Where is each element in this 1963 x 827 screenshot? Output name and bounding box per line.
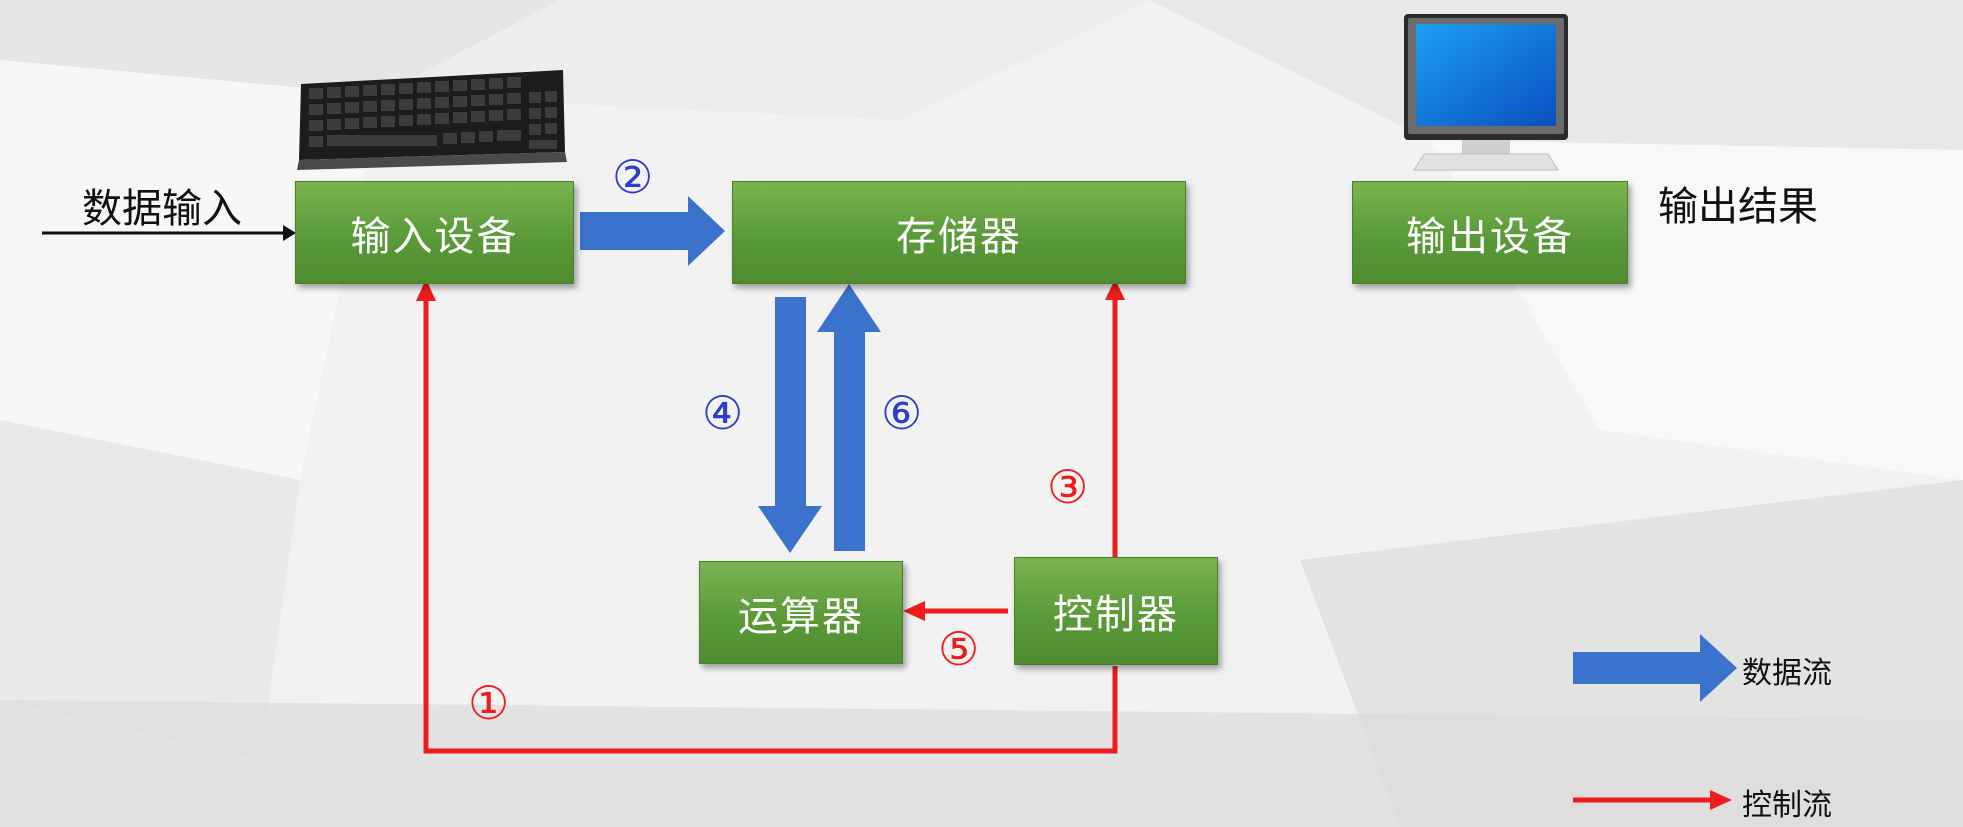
control-flow-arrow-1	[416, 279, 1118, 754]
step-1-label: ①	[468, 676, 510, 730]
step-6-label: ⑥	[881, 386, 923, 440]
control-flow-arrow-5	[903, 601, 1008, 621]
monitor-icon	[1404, 14, 1568, 171]
keyboard-icon	[297, 70, 567, 170]
data-input-label: 数据输入	[82, 186, 242, 232]
legend-data-flow-arrow	[1573, 634, 1737, 702]
data-input-arrow	[42, 225, 296, 241]
data-flow-arrow-6	[817, 284, 881, 551]
output-device-box: 输出设备	[1352, 181, 1628, 284]
memory-box: 存储器	[732, 181, 1186, 284]
step-4-label: ④	[702, 386, 744, 440]
legend-control-flow-arrow	[1573, 790, 1732, 810]
input-device-box: 输入设备	[295, 181, 574, 284]
step-5-label: ⑤	[938, 622, 980, 676]
output-result-label: 输出结果	[1658, 184, 1818, 230]
step-3-label: ③	[1047, 460, 1089, 514]
step-2-label: ②	[612, 150, 654, 204]
data-flow-arrow-4	[758, 297, 822, 553]
legend-control-flow-label: 控制流	[1742, 788, 1832, 823]
control-unit-box: 控制器	[1014, 557, 1218, 665]
data-flow-arrow-2	[580, 196, 725, 266]
control-flow-arrow-3	[1105, 279, 1125, 557]
legend-data-flow-label: 数据流	[1742, 656, 1832, 691]
alu-box: 运算器	[699, 561, 903, 664]
